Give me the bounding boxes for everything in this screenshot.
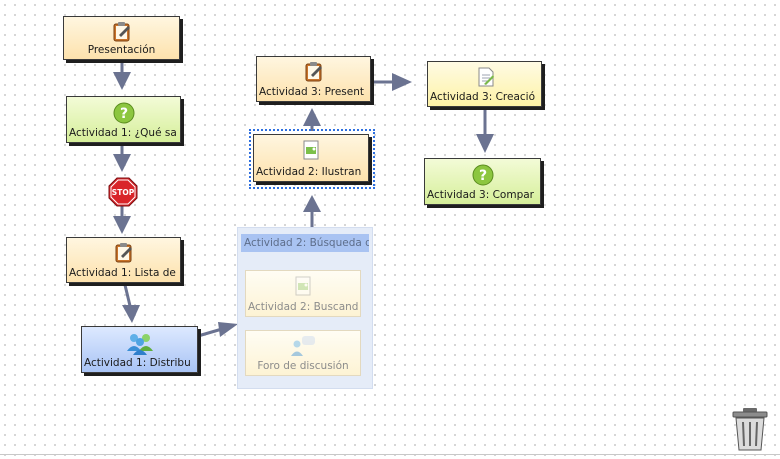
arrow-head [218, 322, 238, 337]
node-label: Actividad 3: Compar [427, 189, 534, 201]
arrow-head [122, 305, 140, 323]
node-label: Actividad 2: Ilustran [256, 166, 362, 178]
arrow-head [476, 134, 494, 153]
node-label: Actividad 1: Lista de [69, 267, 176, 279]
node-label: Actividad 1: ¿Qué sa [69, 127, 177, 139]
canvas-bottom-border [0, 454, 780, 455]
arrow-head [113, 154, 131, 172]
node-label: Actividad 1: Distribu [84, 357, 191, 369]
question-icon: ? [472, 164, 493, 186]
node-act2-ilustran[interactable]: Actividad 2: Ilustran [253, 134, 369, 182]
image-icon [303, 140, 319, 160]
question-icon: ? [113, 102, 134, 124]
group-item-label: Foro de discusión [257, 360, 349, 372]
clipboard-icon [305, 62, 322, 82]
arrow-head [303, 108, 321, 126]
node-act3-comparacion[interactable]: ? Actividad 3: Compar [424, 158, 541, 205]
trash-icon[interactable] [729, 407, 771, 451]
document-icon [478, 67, 494, 87]
node-label: Actividad 3: Present [259, 86, 364, 98]
node-label: Presentación [87, 44, 156, 56]
node-act1-lista[interactable]: Actividad 1: Lista de [66, 237, 181, 283]
arrow-head [392, 73, 412, 91]
node-act1-que-sabemos[interactable]: ? Actividad 1: ¿Qué sa [66, 96, 181, 143]
group-title: Actividad 2: Búsqueda d [241, 234, 369, 252]
stop-label: STOP [112, 188, 135, 197]
svg-text:?: ? [478, 168, 486, 184]
forum-icon [291, 336, 315, 356]
selection-outline [249, 129, 375, 189]
arrow-head [303, 195, 321, 212]
svg-text:?: ? [119, 106, 127, 122]
people-icon [126, 334, 153, 355]
node-act3-creacion[interactable]: Actividad 3: Creació [427, 61, 542, 107]
group-item-label: Actividad 2: Buscand [248, 301, 358, 313]
stop-sign-icon[interactable]: STOP [108, 177, 138, 207]
node-act1-distribucion[interactable]: Actividad 1: Distribu [81, 326, 198, 373]
clipboard-icon [115, 243, 132, 263]
arrow-head [113, 72, 131, 90]
group-item-buscando[interactable]: Actividad 2: Buscand [245, 270, 361, 317]
node-presentacion[interactable]: Presentación [63, 16, 180, 60]
arrow-head [113, 216, 131, 234]
node-act3-presentacion[interactable]: Actividad 3: Present [256, 56, 371, 102]
clipboard-icon [113, 22, 130, 42]
group-act2-busqueda[interactable]: Actividad 2: Búsqueda d Actividad 2: Bus… [237, 227, 373, 389]
node-label: Actividad 3: Creació [430, 91, 536, 103]
image-icon [295, 276, 311, 296]
group-item-foro[interactable]: Foro de discusión [245, 330, 361, 376]
